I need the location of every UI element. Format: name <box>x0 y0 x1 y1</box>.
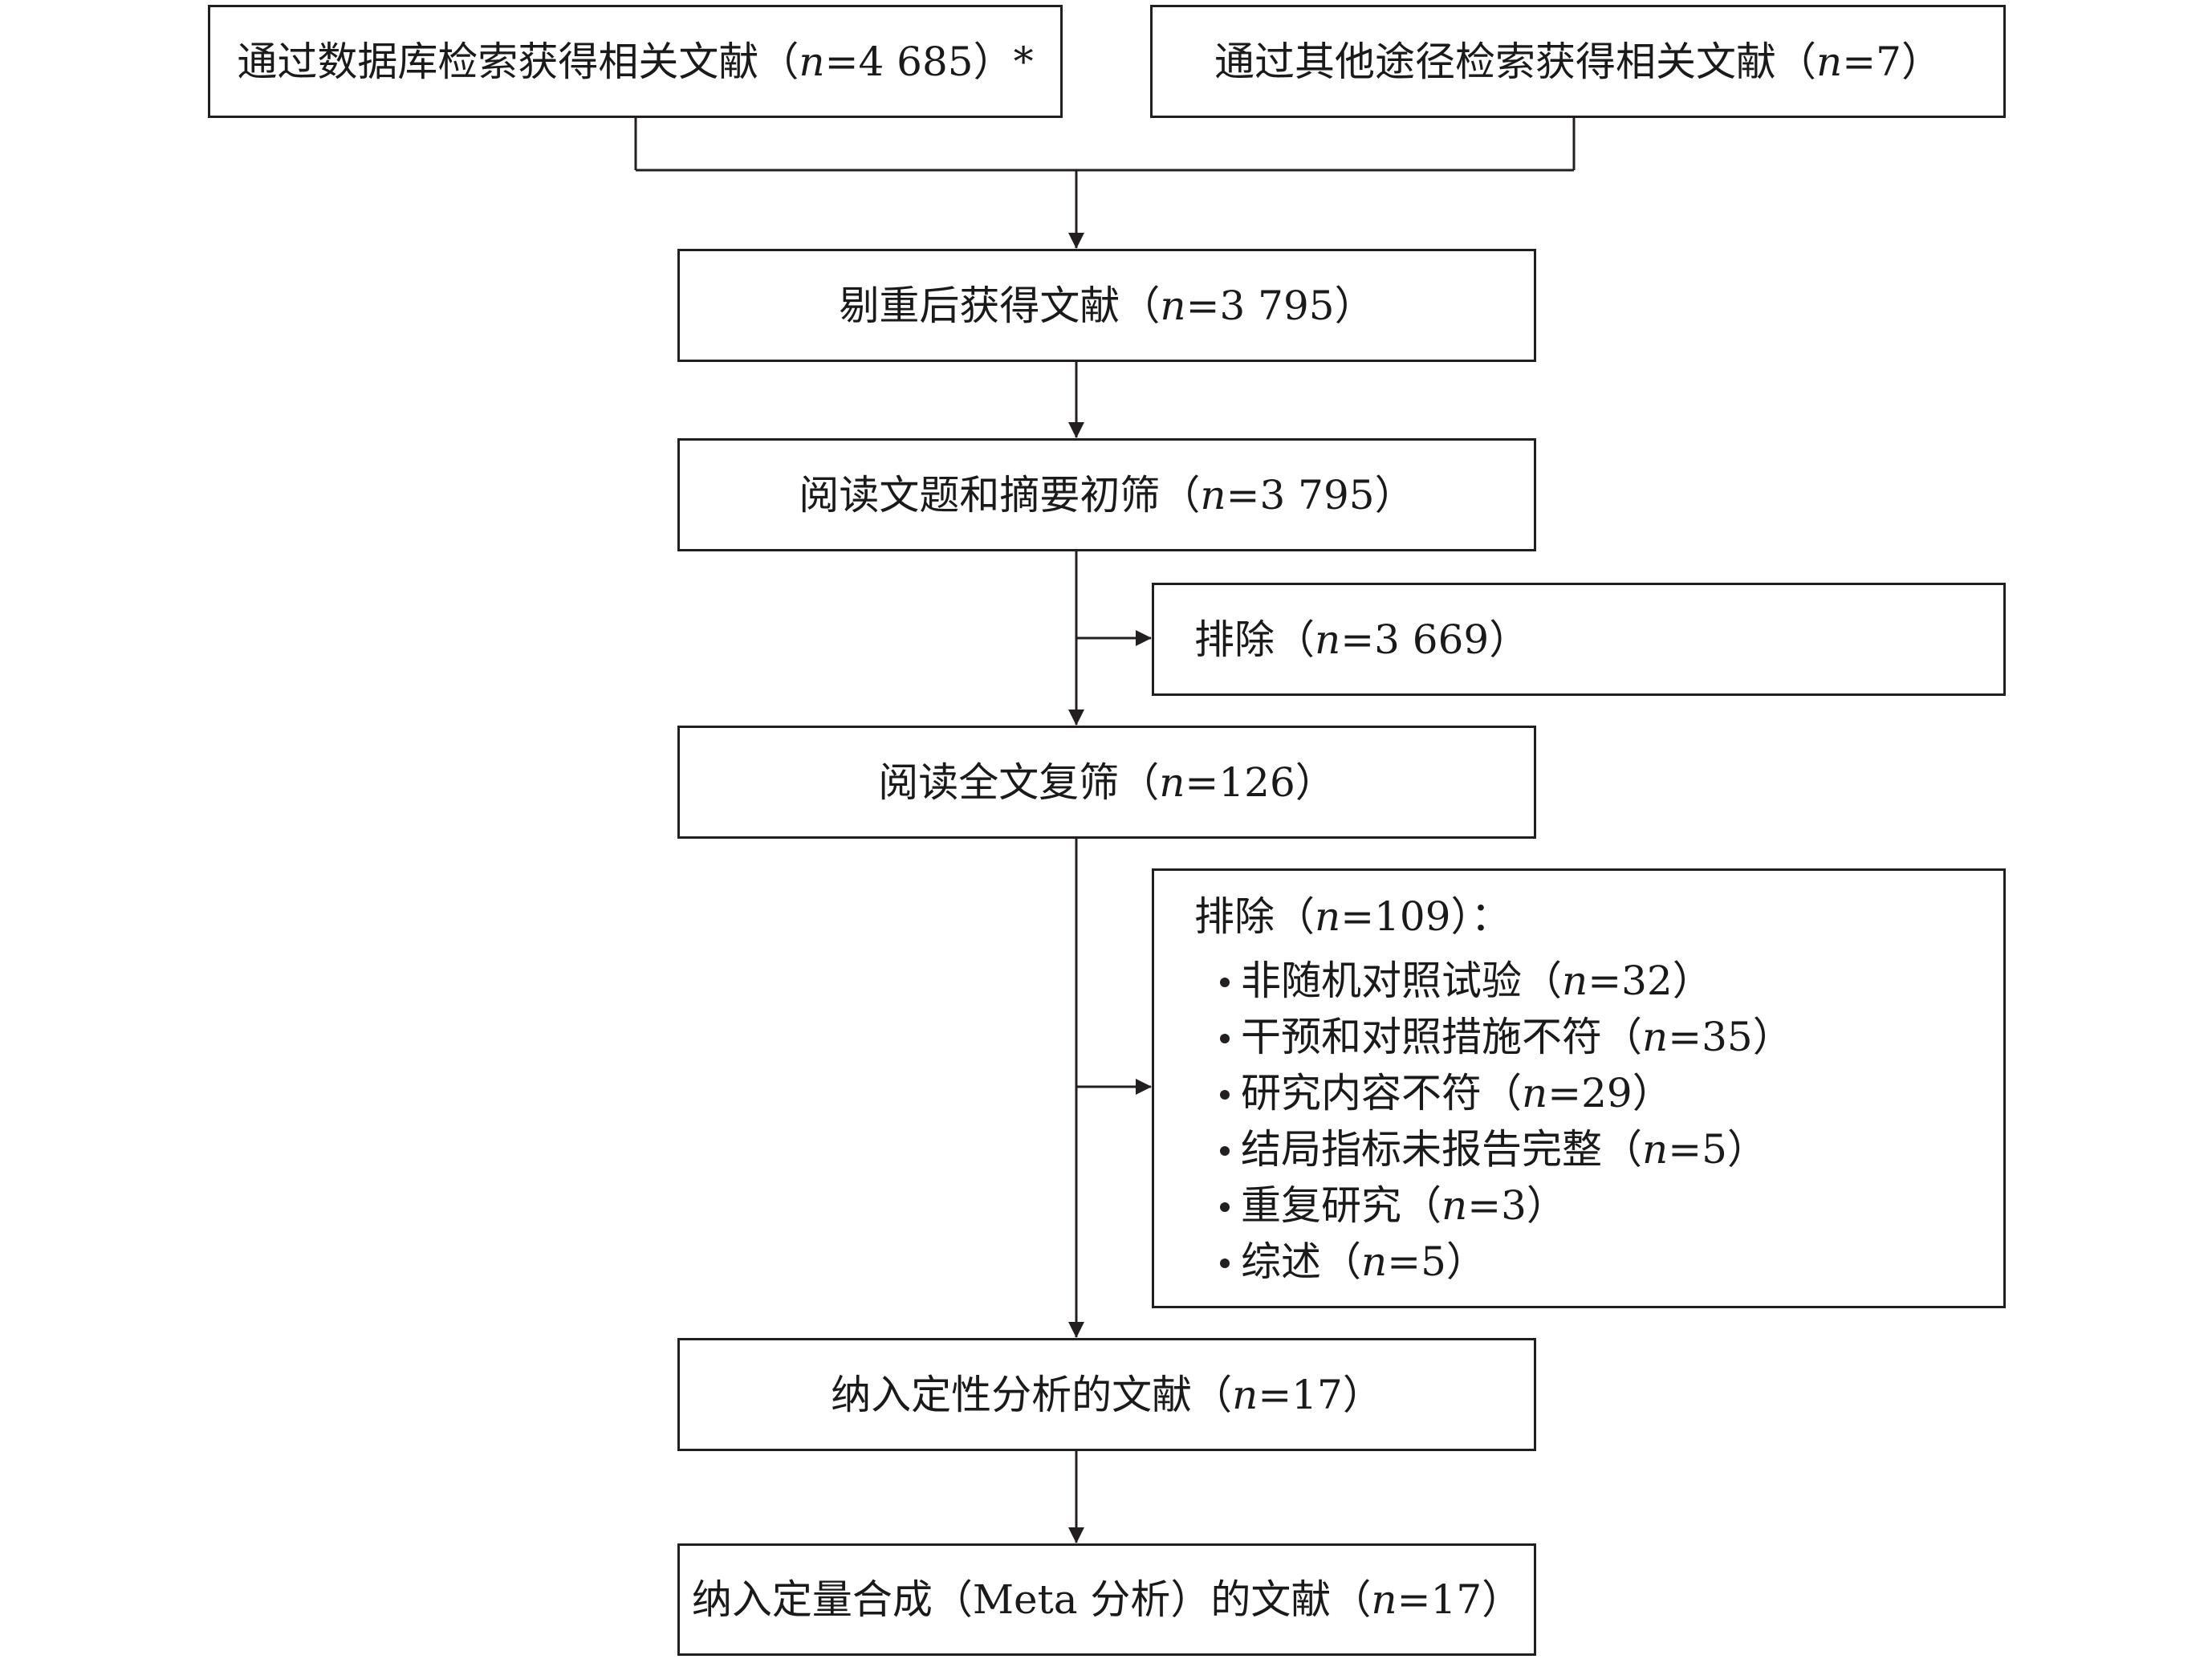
bullet-dot-icon <box>1220 978 1230 987</box>
exclusion-reason-n: n <box>1522 1070 1548 1116</box>
exclusion-reason-item: 研究内容不符（n=29） <box>1220 1065 1793 1121</box>
quantitative-synthesis-label: 纳入定量合成（Meta 分析）的文献（ <box>691 1576 1372 1623</box>
qualitative-synthesis-box: 纳入定性分析的文献（n=17） <box>677 1338 1536 1451</box>
exclusion-reason-count: =5） <box>1387 1238 1486 1285</box>
dedup-label: 剔重后获得文献（ <box>839 282 1161 329</box>
title-abstract-screen-count: =3 795） <box>1226 471 1415 518</box>
other-search-label: 通过其他途径检索获得相关文献（ <box>1214 38 1817 85</box>
exclusion-reason-count: =32） <box>1588 958 1713 1004</box>
exclusion-reason-list: 非随机对照试验（n=32） 干预和对照措施不符（n=35） 研究内容不符（n=2… <box>1220 953 1793 1290</box>
dedup-box: 剔重后获得文献（n=3 795） <box>677 249 1536 362</box>
exclusion-2-heading: 排除（n=109）： <box>1194 897 1511 937</box>
database-search-box: 通过数据库检索获得相关文献（n=4 685）* <box>208 5 1063 118</box>
exclusion-reason-item: 干预和对照措施不符（n=35） <box>1220 1009 1793 1065</box>
other-search-count: =7） <box>1842 38 1942 85</box>
other-search-n: n <box>1816 38 1843 85</box>
exclusion-reason-count: =29） <box>1547 1070 1673 1116</box>
dedup-count: =3 795） <box>1185 282 1375 329</box>
exclusion-reason-label: 研究内容不符（ <box>1241 1070 1522 1116</box>
exclusion-reason-label: 干预和对照措施不符（ <box>1241 1014 1642 1060</box>
quantitative-synthesis-box: 纳入定量合成（Meta 分析）的文献（n=17） <box>677 1543 1536 1656</box>
fulltext-screen-label: 阅读全文复筛（ <box>878 758 1160 806</box>
exclusion-reason-label: 结局指标未报告完整（ <box>1241 1126 1642 1173</box>
bullet-dot-icon <box>1220 1090 1230 1100</box>
exclusion-1-n: n <box>1315 616 1341 663</box>
quantitative-synthesis-count: =17） <box>1397 1576 1523 1623</box>
quantitative-synthesis-n: n <box>1371 1576 1397 1623</box>
exclusion-reason-n: n <box>1562 958 1588 1004</box>
title-abstract-screen-label: 阅读文题和摘要初筛（ <box>799 471 1201 518</box>
title-abstract-screen-n: n <box>1200 471 1226 518</box>
exclusion-reason-label: 非随机对照试验（ <box>1241 958 1562 1004</box>
exclusion-reason-item: 结局指标未报告完整（n=5） <box>1220 1121 1793 1177</box>
dedup-n: n <box>1160 282 1186 329</box>
qualitative-synthesis-count: =17） <box>1258 1371 1383 1418</box>
title-abstract-screen-box: 阅读文题和摘要初筛（n=3 795） <box>677 438 1536 551</box>
bullet-dot-icon <box>1220 1034 1230 1043</box>
exclusion-reason-n: n <box>1441 1182 1468 1229</box>
exclusion-2-count: =109）： <box>1340 893 1511 940</box>
exclusion-reason-item: 综述（n=5） <box>1220 1234 1793 1290</box>
exclusion-reason-n: n <box>1642 1014 1669 1060</box>
exclusion-box-2: 排除（n=109）： 非随机对照试验（n=32） 干预和对照措施不符（n=35）… <box>1152 868 2006 1308</box>
exclusion-reason-count: =3） <box>1467 1182 1567 1229</box>
exclusion-2-n: n <box>1315 893 1341 940</box>
exclusion-1-count: =3 669） <box>1340 616 1530 663</box>
exclusion-reason-label: 综述（ <box>1241 1238 1361 1285</box>
database-search-n: n <box>799 38 825 85</box>
qualitative-synthesis-n: n <box>1232 1371 1258 1418</box>
exclusion-2-label: 排除（ <box>1194 893 1315 940</box>
database-search-count: =4 685）* <box>824 38 1034 85</box>
exclusion-reason-count: =35） <box>1668 1014 1793 1060</box>
exclusion-reason-label: 重复研究（ <box>1241 1182 1441 1229</box>
fulltext-screen-box: 阅读全文复筛（n=126） <box>677 726 1536 839</box>
exclusion-reason-item: 重复研究（n=3） <box>1220 1177 1793 1234</box>
exclusion-reason-item: 非随机对照试验（n=32） <box>1220 953 1793 1009</box>
exclusion-reason-count: =5） <box>1668 1126 1767 1173</box>
qualitative-synthesis-label: 纳入定性分析的文献（ <box>831 1371 1233 1418</box>
fulltext-screen-n: n <box>1159 758 1185 806</box>
exclusion-box-1: 排除（n=3 669） <box>1152 583 2006 696</box>
bullet-dot-icon <box>1220 1202 1230 1212</box>
bullet-dot-icon <box>1220 1146 1230 1156</box>
database-search-label: 通过数据库检索获得相关文献（ <box>237 38 799 85</box>
exclusion-reason-n: n <box>1361 1238 1388 1285</box>
exclusion-reason-n: n <box>1642 1126 1669 1173</box>
exclusion-1-label: 排除（ <box>1194 616 1315 663</box>
fulltext-screen-count: =126） <box>1185 758 1336 806</box>
other-search-box: 通过其他途径检索获得相关文献（n=7） <box>1150 5 2006 118</box>
bullet-dot-icon <box>1220 1258 1230 1268</box>
